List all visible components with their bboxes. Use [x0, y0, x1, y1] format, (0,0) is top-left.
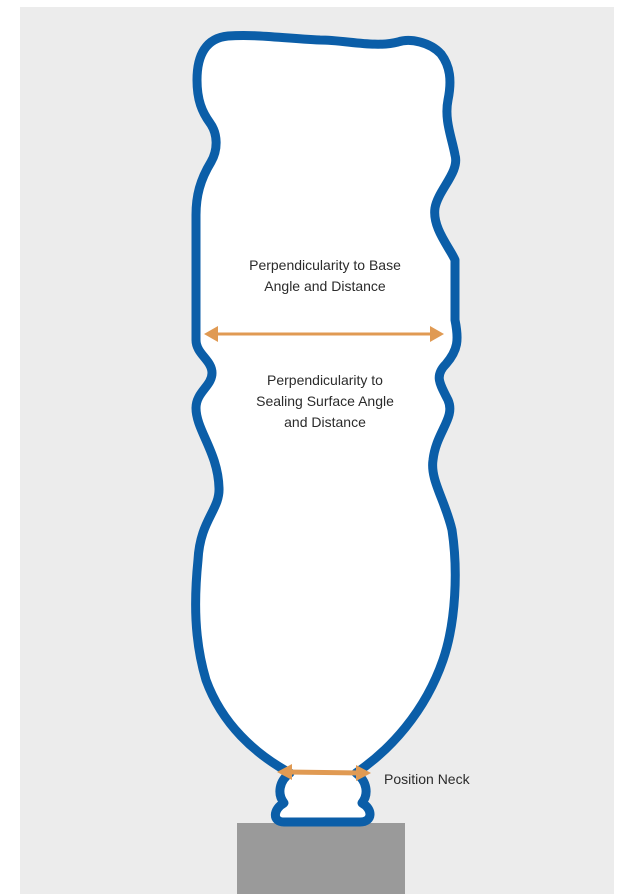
- sealing-label-line-3: and Distance: [284, 414, 366, 430]
- base-label-line-1: Perpendicularity to Base: [249, 257, 401, 273]
- body-double-arrow-icon: [204, 326, 444, 342]
- base-perpendicularity-label: Perpendicularity to Base Angle and Dista…: [200, 255, 450, 297]
- sealing-label-line-2: Sealing Surface Angle: [256, 393, 394, 409]
- bottle-outline: [191, 30, 462, 827]
- base-block: [237, 823, 405, 894]
- sealing-label-line-1: Perpendicularity to: [267, 372, 383, 388]
- neck-double-arrow-icon: [277, 764, 371, 781]
- base-label-line-2: Angle and Distance: [264, 278, 386, 294]
- sealing-surface-label: Perpendicularity to Sealing Surface Angl…: [200, 370, 450, 433]
- position-neck-label: Position Neck: [384, 771, 470, 787]
